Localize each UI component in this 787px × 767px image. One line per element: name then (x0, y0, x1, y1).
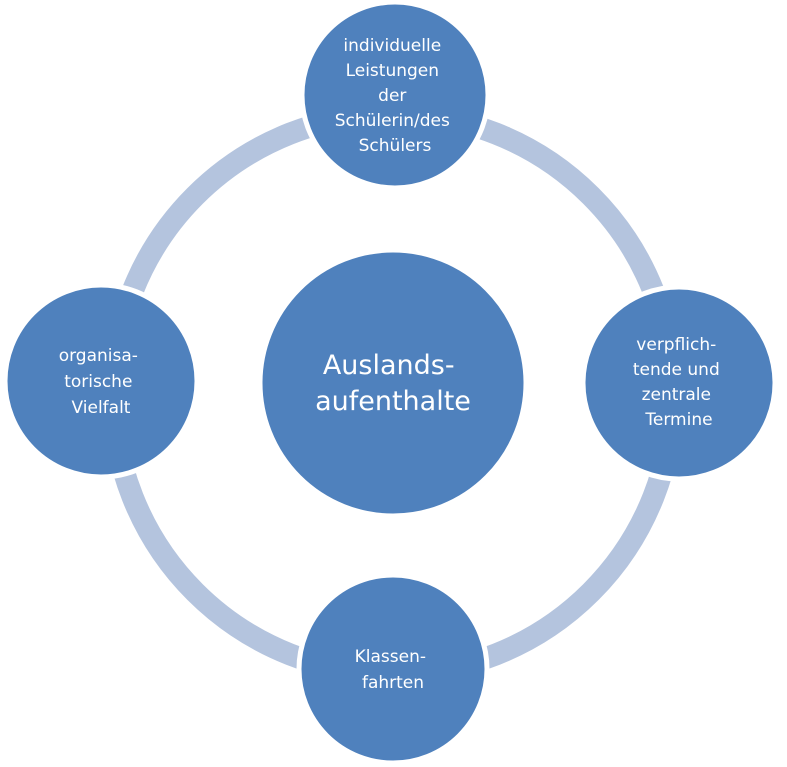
node-right-line-2: tende und (633, 360, 720, 380)
node-left-line-2: torische (64, 372, 132, 392)
node-top-label: individuelle Leistungen der Schülerin/de… (335, 36, 456, 156)
center-circle (257, 247, 529, 519)
node-right-line-3: zentrale (642, 385, 711, 405)
node-right-line-1: verpflich- (636, 335, 716, 355)
node-bottom-line-2: fahrten (362, 673, 424, 693)
node-top-line-2: Leistungen (346, 61, 439, 81)
center-node: Auslands- aufenthalte (257, 247, 529, 519)
node-left-line-3: Vielfalt (72, 398, 131, 418)
node-right-circle (580, 284, 778, 482)
node-right-line-4: Termine (644, 410, 712, 430)
node-top-line-4: Schülerin/des (335, 111, 450, 131)
node-right: verpflich- tende und zentrale Termine (580, 284, 778, 482)
node-left-label: organisa- torische Vielfalt (59, 346, 144, 418)
node-bottom-circle (296, 572, 490, 766)
node-left-line-1: organisa- (59, 346, 138, 366)
node-right-label: verpflich- tende und zentrale Termine (633, 335, 725, 430)
center-line-1: Auslands- (323, 350, 455, 381)
center-line-2: aufenthalte (315, 386, 471, 417)
node-bottom-label: Klassen- fahrten (355, 647, 432, 693)
node-top: individuelle Leistungen der Schülerin/de… (299, 0, 491, 191)
node-left-circle (2, 282, 200, 480)
center-label: Auslands- aufenthalte (315, 350, 471, 417)
node-bottom-line-1: Klassen- (355, 647, 426, 667)
node-top-line-5: Schülers (359, 136, 432, 156)
node-top-line-3: der (378, 86, 406, 106)
node-bottom: Klassen- fahrten (296, 572, 490, 766)
node-left: organisa- torische Vielfalt (2, 282, 200, 480)
node-top-line-1: individuelle (343, 36, 441, 56)
node-top-circle (299, 0, 491, 191)
